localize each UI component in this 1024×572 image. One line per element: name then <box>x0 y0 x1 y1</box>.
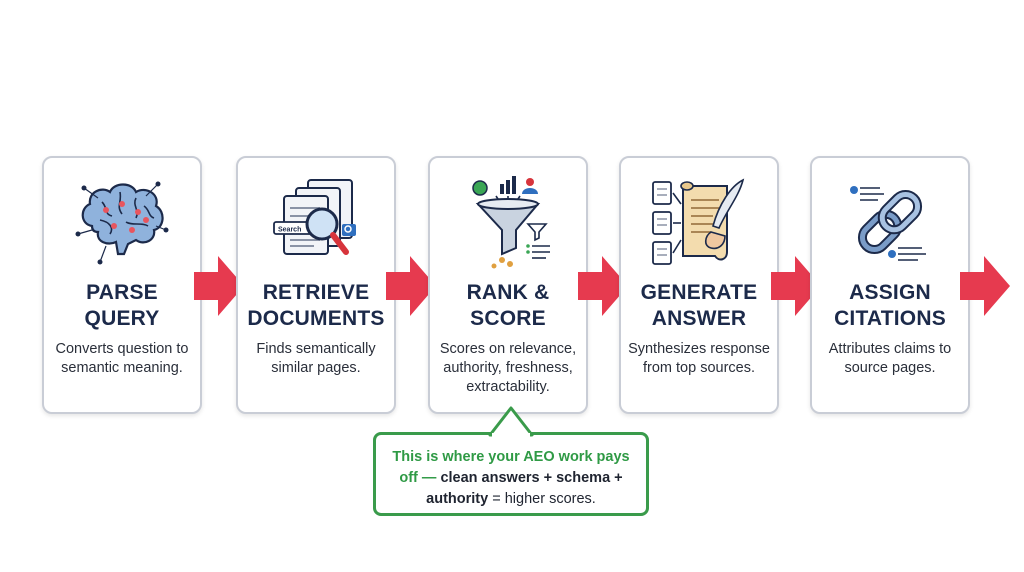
callout-text: This is where your AEO work pays off — c… <box>386 447 636 510</box>
funnel-icon <box>430 174 586 270</box>
step-description: Synthesizes response from top sources. <box>628 341 770 376</box>
search-label: Search <box>278 227 301 234</box>
callout-box: This is where your AEO work pays off — c… <box>373 432 649 516</box>
arrow-right-icon <box>960 256 1010 316</box>
chain-link-icon <box>812 174 968 270</box>
callout-highlight: This is where your AEO work pays off — <box>392 449 630 486</box>
arrow-right-icon <box>771 256 821 316</box>
scroll-quill-icon <box>621 174 777 270</box>
arrow-right-icon <box>386 256 436 316</box>
arrow-right-icon <box>194 256 244 316</box>
step-title: RANK &SCORE <box>466 281 550 330</box>
document-search-icon: Search <box>238 174 394 270</box>
callout-bold: clean answers + schema + authority <box>426 470 623 507</box>
arrow-right-icon <box>578 256 628 316</box>
brain-icon <box>44 174 200 270</box>
callout-pointer <box>488 406 534 437</box>
step-card-rank-score: RANK &SCORE Scores on relevance, authori… <box>428 156 588 414</box>
step-description: Converts question to semantic meaning. <box>55 341 189 376</box>
step-description: Attributes claims to source pages. <box>828 341 952 376</box>
step-description: Scores on relevance, authority, freshnes… <box>439 341 577 395</box>
step-description: Finds semantically similar pages. <box>256 341 376 376</box>
callout-rest: = higher scores. <box>492 491 596 507</box>
